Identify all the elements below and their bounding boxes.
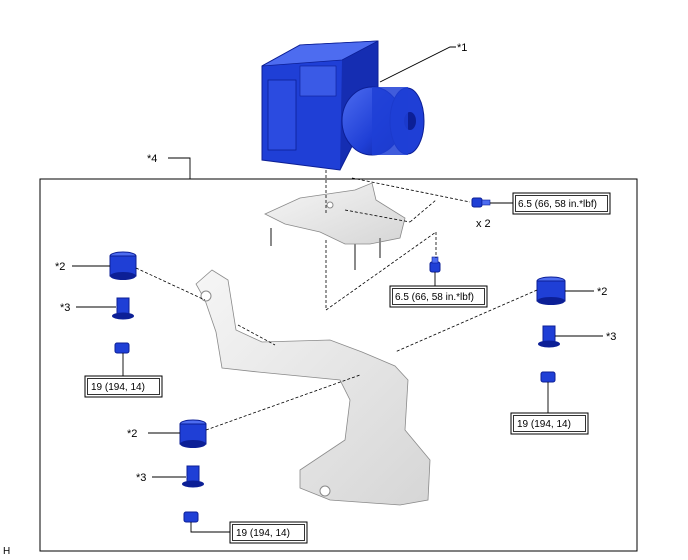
torque-box-1 bbox=[512, 192, 611, 215]
upper-bolt-right bbox=[471, 197, 491, 208]
alignment-lines bbox=[135, 170, 538, 431]
actuator-upper-bracket bbox=[264, 182, 406, 270]
quantity-label: x 2 bbox=[476, 218, 491, 230]
nut-left-bottom bbox=[183, 511, 199, 523]
callout-3-left-top: *3 bbox=[60, 302, 70, 314]
torque-label-4: 19 (194, 14) bbox=[517, 419, 571, 430]
callout-2-right: *2 bbox=[597, 286, 607, 298]
cushion-left-top bbox=[109, 251, 137, 280]
torque-box-3 bbox=[84, 375, 163, 398]
torque-box-2 bbox=[389, 285, 488, 308]
leader-lines bbox=[72, 46, 603, 533]
assembly-frame bbox=[39, 178, 638, 552]
collar-left-bottom bbox=[182, 465, 204, 488]
callout-2-left-bottom: *2 bbox=[127, 428, 137, 440]
torque-box-4 bbox=[510, 412, 589, 435]
collar-right bbox=[538, 325, 560, 348]
cushion-left-bottom bbox=[179, 419, 207, 448]
actuator-lower-bracket bbox=[195, 269, 431, 506]
nut-right bbox=[540, 371, 556, 383]
callout-2-left-top: *2 bbox=[55, 261, 65, 273]
torque-label-5: 19 (194, 14) bbox=[236, 528, 290, 539]
torque-label-1: 6.5 (66, 58 in.*lbf) bbox=[518, 199, 597, 210]
callout-3-right: *3 bbox=[606, 331, 616, 343]
callout-1: *1 bbox=[457, 42, 467, 54]
callout-3-left-bottom: *3 bbox=[136, 472, 146, 484]
callout-4: *4 bbox=[147, 153, 157, 165]
cushion-right bbox=[536, 276, 566, 305]
torque-label-3: 19 (194, 14) bbox=[91, 382, 145, 393]
nut-left-top bbox=[114, 342, 130, 354]
corner-mark: H bbox=[3, 546, 10, 557]
collar-left-top bbox=[112, 297, 134, 320]
torque-box-5 bbox=[229, 521, 308, 544]
torque-label-2: 6.5 (66, 58 in.*lbf) bbox=[395, 292, 474, 303]
upper-bolt-center bbox=[429, 256, 441, 273]
brake-actuator-assembly bbox=[261, 40, 425, 171]
